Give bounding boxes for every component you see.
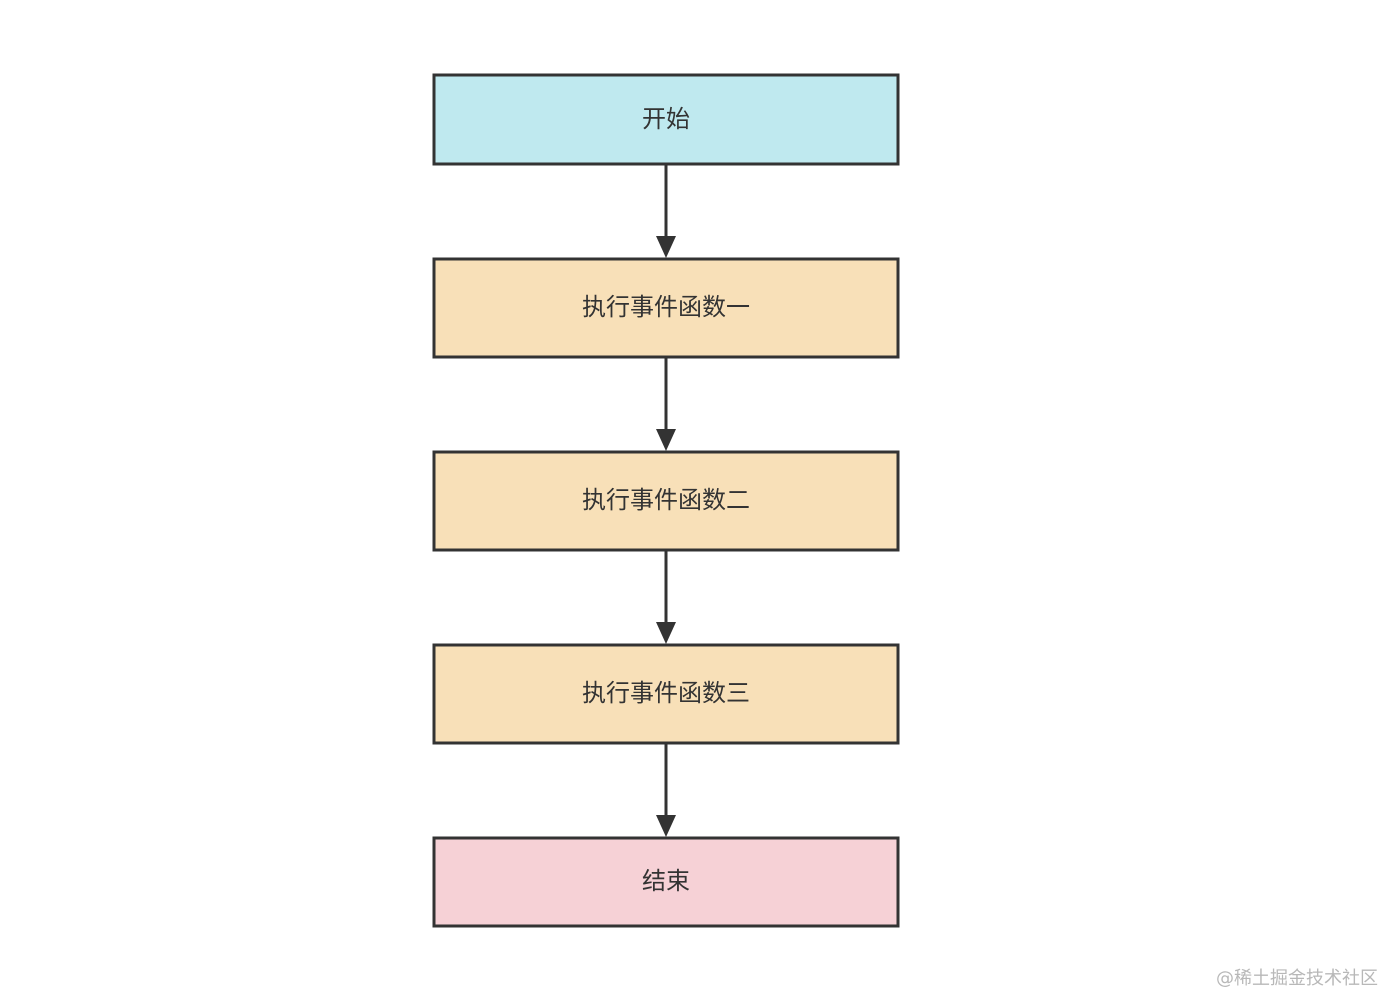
edge-step3-end xyxy=(656,743,676,837)
node-label-step3: 执行事件函数三 xyxy=(582,679,750,707)
node-label-step2: 执行事件函数二 xyxy=(582,486,750,514)
node-label-step1: 执行事件函数一 xyxy=(582,293,750,321)
node-step3: 执行事件函数三 xyxy=(432,643,900,745)
watermark-text: @稀土掘金技术社区 xyxy=(1216,968,1378,989)
node-label-end: 结束 xyxy=(642,867,690,895)
arrowhead-icon xyxy=(656,815,676,837)
node-step1: 执行事件函数一 xyxy=(432,257,900,359)
edge-step1-step2 xyxy=(656,357,676,451)
arrowhead-icon xyxy=(656,622,676,644)
node-end: 结束 xyxy=(432,836,900,928)
arrowhead-icon xyxy=(656,236,676,258)
node-label-start: 开始 xyxy=(642,105,690,133)
edges xyxy=(656,164,676,837)
node-step2: 执行事件函数二 xyxy=(432,450,900,552)
arrowhead-icon xyxy=(656,429,676,451)
edge-start-step1 xyxy=(656,164,676,258)
edge-step2-step3 xyxy=(656,550,676,644)
node-start: 开始 xyxy=(432,73,900,166)
